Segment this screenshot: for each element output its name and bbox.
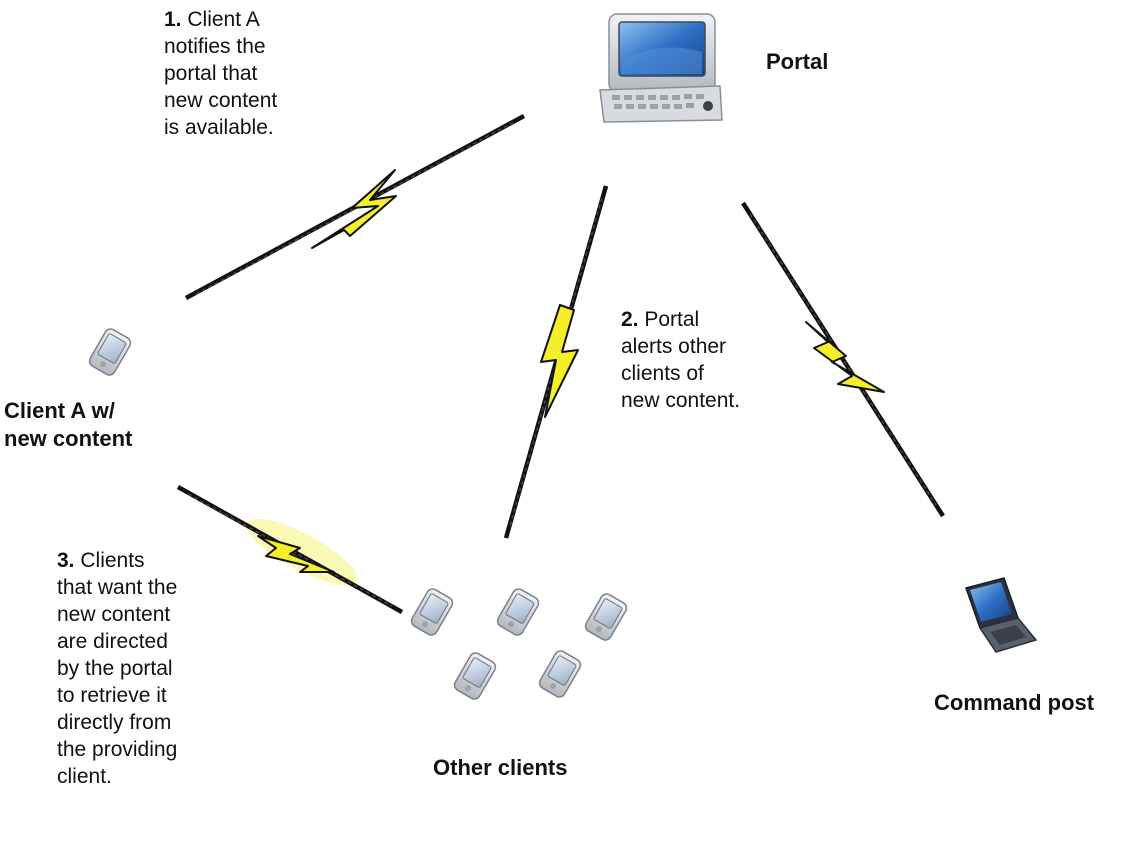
lightning-bolt-icon xyxy=(257,535,335,573)
other-clients-devices xyxy=(408,586,630,702)
step-1-line-text: Client A xyxy=(187,8,260,31)
step-3-line: that want the xyxy=(57,576,178,599)
lightning-bolt-icon xyxy=(540,304,579,418)
client-a-label: Client A w/ new content xyxy=(4,397,132,453)
step-1-line: new content xyxy=(164,89,278,112)
client-a-label-line: new content xyxy=(4,426,133,451)
step-3-line: to retrieve it xyxy=(57,684,167,707)
step-3-line: 3. Clients xyxy=(57,547,177,574)
link-client-a-portal xyxy=(184,114,526,300)
step-3-line: the providing xyxy=(57,738,178,761)
link-client-a-other-clients xyxy=(176,485,404,614)
step-3-number: 3. xyxy=(57,549,75,572)
step-1-text: 1. Client A notifies the portal that new… xyxy=(164,6,277,141)
step-1-line: notifies the xyxy=(164,35,266,58)
step-1-line: portal that xyxy=(164,62,258,85)
command-post-label: Command post xyxy=(934,690,1095,715)
lightning-bolt-icon xyxy=(311,169,397,249)
step-3-line: client. xyxy=(57,765,112,788)
step-2-number: 2. xyxy=(621,308,639,331)
step-1-line: is available. xyxy=(164,116,274,139)
pda-icon xyxy=(408,586,456,638)
step-3-line: are directed xyxy=(57,630,168,653)
step-2-line-text: Portal xyxy=(644,308,700,331)
pda-icon xyxy=(494,586,542,638)
step-2-line: clients of xyxy=(621,362,704,385)
laptop-icon xyxy=(965,577,1038,653)
other-clients-label: Other clients xyxy=(433,755,568,780)
portal-device-icon xyxy=(599,13,723,123)
step-3-line: by the portal xyxy=(57,657,173,680)
pda-icon xyxy=(536,648,584,700)
step-3-text: 3. Clients that want the new content are… xyxy=(57,547,177,790)
client-a-label-line: Client A w/ xyxy=(4,398,115,423)
pda-icon xyxy=(582,591,630,643)
step-2-line: 2. Portal xyxy=(621,306,740,333)
step-3-line-text: Clients xyxy=(80,549,145,572)
portal-label: Portal xyxy=(766,49,829,74)
step-1-line: 1. Client A xyxy=(164,6,277,33)
step-2-line: new content. xyxy=(621,389,741,412)
client-a-device-icon xyxy=(86,326,134,378)
step-3-line: directly from xyxy=(57,711,172,734)
link-portal-other-clients xyxy=(503,185,609,539)
link-portal-command-post xyxy=(741,201,945,518)
step-2-line: alerts other xyxy=(621,335,727,358)
pda-icon xyxy=(451,650,499,702)
step-1-number: 1. xyxy=(164,8,182,31)
step-3-line: new content xyxy=(57,603,171,626)
lightning-bolt-icon xyxy=(805,321,885,393)
step-2-text: 2. Portal alerts other clients of new co… xyxy=(621,306,740,414)
